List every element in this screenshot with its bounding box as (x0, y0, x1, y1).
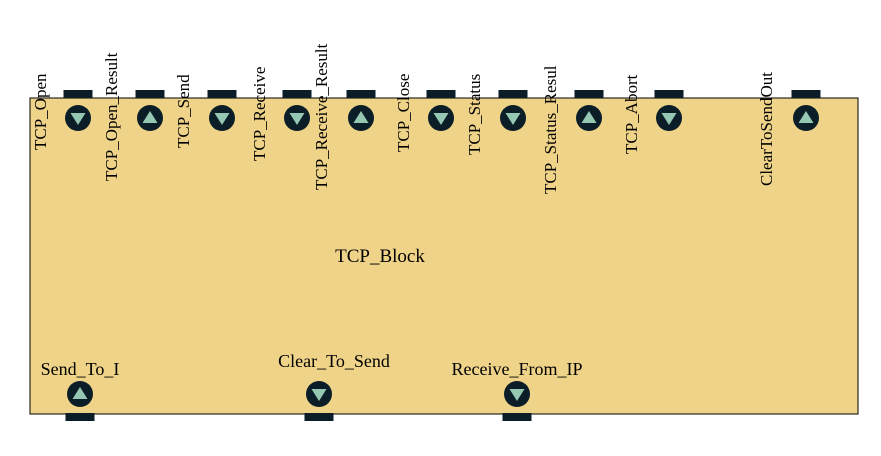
label-tcp-status-result: TCP_Status_Resul (541, 65, 560, 194)
label-receive-from-ip: Receive_From_IP (452, 359, 583, 379)
label-tcp-send: TCP_Send (174, 74, 193, 148)
top-port-labels: TCP_Open TCP_Open_Result TCP_Send TCP_Re… (31, 43, 776, 194)
port-send-to-ip[interactable] (65, 381, 95, 421)
label-clear-to-send-out: ClearToSendOut (757, 72, 776, 186)
arrow-up-icon (142, 111, 158, 123)
arrow-up-icon (72, 387, 88, 399)
arrow-down-icon (289, 113, 305, 125)
port-connector (63, 90, 93, 98)
arrow-down-icon (505, 113, 521, 125)
port-connector (791, 90, 821, 98)
arrow-down-icon (661, 113, 677, 125)
port-connector (498, 90, 528, 98)
port-tcp-close[interactable] (426, 90, 456, 131)
label-tcp-receive-result: TCP_Receive_Result (312, 43, 331, 190)
port-connector (207, 90, 237, 98)
bottom-ports (65, 381, 532, 421)
arrow-down-icon (311, 389, 327, 401)
port-tcp-receive[interactable] (282, 90, 312, 131)
label-clear-to-send: Clear_To_Send (278, 351, 390, 371)
port-connector (502, 413, 532, 421)
arrow-down-icon (433, 113, 449, 125)
label-tcp-open: TCP_Open (31, 73, 50, 150)
port-tcp-status-result[interactable] (574, 90, 604, 131)
port-receive-from-ip[interactable] (502, 381, 532, 421)
label-send-to-ip: Send_To_I (41, 359, 120, 379)
label-tcp-close: TCP_Close (394, 74, 413, 152)
arrow-down-icon (509, 389, 525, 401)
port-connector (135, 90, 165, 98)
port-clear-to-send-out[interactable] (791, 90, 821, 131)
port-connector (654, 90, 684, 98)
port-connector (65, 413, 95, 421)
label-tcp-receive: TCP_Receive (250, 67, 269, 161)
block-name: TCP_Block (335, 246, 425, 267)
top-ports (63, 90, 821, 131)
port-tcp-status[interactable] (498, 90, 528, 131)
port-tcp-abort[interactable] (654, 90, 684, 131)
arrow-up-icon (798, 111, 814, 123)
label-tcp-abort: TCP_Abort (622, 74, 641, 154)
arrow-down-icon (214, 113, 230, 125)
port-tcp-open-result[interactable] (135, 90, 165, 131)
arrow-up-icon (581, 111, 597, 123)
port-connector (426, 90, 456, 98)
port-tcp-send[interactable] (207, 90, 237, 131)
port-connector (574, 90, 604, 98)
port-connector (304, 413, 334, 421)
port-connector (282, 90, 312, 98)
label-tcp-status: TCP_Status (465, 74, 484, 155)
port-connector (346, 90, 376, 98)
port-clear-to-send[interactable] (304, 381, 334, 421)
block-body[interactable] (29, 97, 859, 415)
bottom-port-labels: Send_To_I Clear_To_Send Receive_From_IP (41, 351, 583, 379)
port-tcp-open[interactable] (63, 90, 93, 131)
label-tcp-open-result: TCP_Open_Result (102, 52, 121, 181)
arrow-down-icon (70, 113, 86, 125)
port-tcp-receive-result[interactable] (346, 90, 376, 131)
arrow-up-icon (353, 111, 369, 123)
